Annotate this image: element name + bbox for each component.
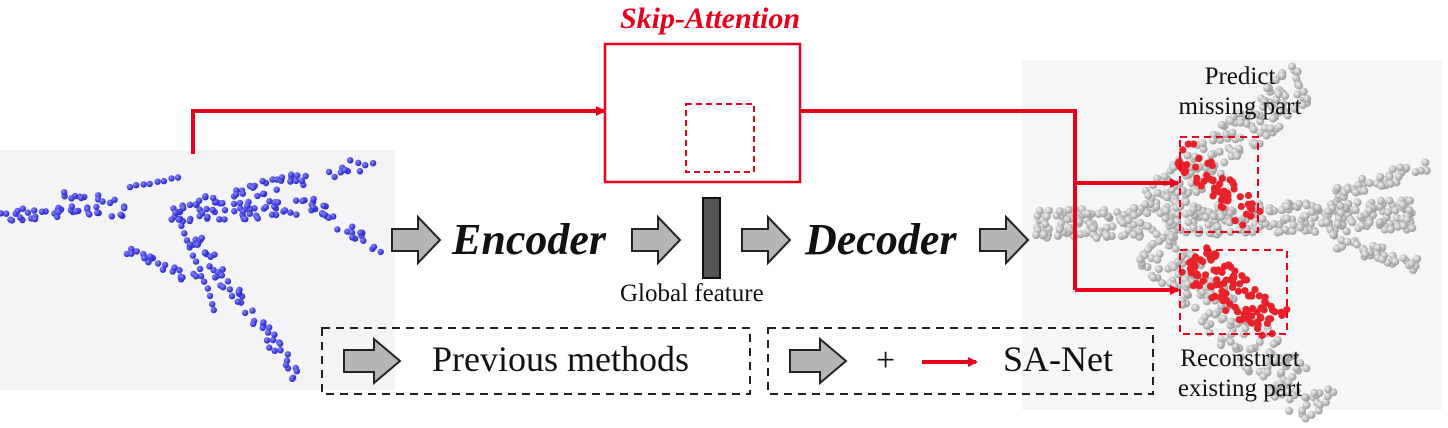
reconstruct-line-2: existing part [1177,375,1303,402]
reconstruct-existing-label: Reconstruct existing part [1140,344,1340,404]
arrow-input-to-encoder [391,214,442,266]
legend-sanet-box [767,327,1154,395]
arrow-encoder-to-feature [631,214,682,266]
skip-line-to-output [801,109,1077,290]
decoder-label: Decoder [805,215,957,264]
predict-missing-label: Predict missing part [1140,62,1340,122]
reconstruct-line-1: Reconstruct [1180,345,1300,372]
legend-previous-methods-box [321,327,751,395]
skip-attention-box [603,42,802,184]
global-feature-label: Global feature [620,280,764,307]
predict-line-2: missing part [1178,93,1302,120]
global-feature-bar [702,197,721,279]
missing-part-box [1179,136,1259,233]
attention-focus-box [685,103,755,173]
legend-previous-methods-label: Previous methods [432,339,689,379]
arrow-decoder-to-output [979,214,1030,266]
legend-sanet-arrow [789,336,848,386]
legend-plus-sign: + [876,342,896,379]
arrow-feature-to-decoder [741,214,792,266]
skip-attention-title: Skip-Attention [619,2,801,35]
predict-line-1: Predict [1204,63,1276,90]
skip-arrow-to-attention [191,106,606,154]
legend-sanet-label: SA-Net [1003,339,1113,379]
input-point-cloud [0,157,384,382]
encoder-label: Encoder [452,215,606,264]
existing-part-box [1179,249,1288,335]
legend-previous-arrow [343,336,402,386]
